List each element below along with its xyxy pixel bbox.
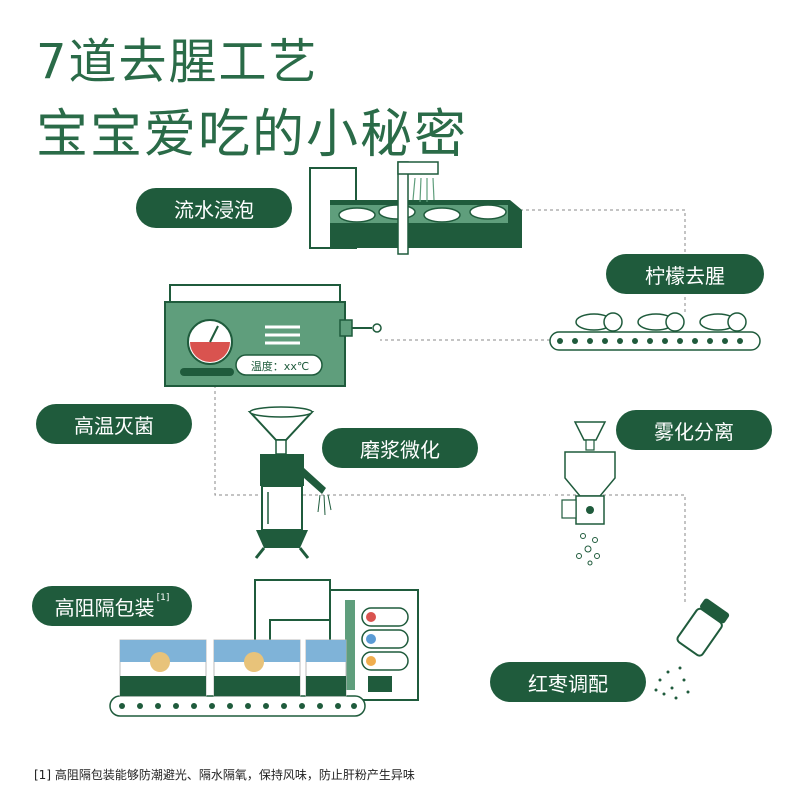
grinder-illustration — [247, 406, 332, 559]
temperature-label: 温度：xx℃ — [250, 360, 310, 373]
step-package-note: [1] — [156, 593, 170, 603]
step-package-label: 高阻隔包装 — [54, 595, 155, 620]
step-grind-pill: 磨浆微化 — [322, 428, 478, 468]
packaging-machine-illustration — [109, 579, 419, 717]
step-jujube-label: 红枣调配 — [528, 671, 608, 696]
step-package-pill: 高阻隔包装 [1] — [32, 586, 192, 626]
product-boxes — [119, 639, 347, 697]
footnote: [1] 高阻隔包装能够防潮避光、隔水隔氧，保持风味，防止肝粉产生异味 — [34, 768, 415, 782]
atomizer-illustration — [561, 421, 616, 566]
step-jujube-pill: 红枣调配 — [490, 662, 646, 702]
title-line-1: 7道去腥工艺 — [36, 34, 319, 90]
title-line-2: 宝宝爱吃的小秘密 — [36, 105, 469, 165]
step-lemon-label: 柠檬去腥 — [645, 263, 725, 288]
step-grind-label: 磨浆微化 — [360, 437, 440, 462]
lemon-conveyor-illustration — [549, 312, 761, 351]
step-lemon-pill: 柠檬去腥 — [606, 254, 764, 294]
step-sterilize-label: 高温灭菌 — [74, 413, 154, 438]
step-atomize-label: 雾化分离 — [654, 419, 734, 444]
jujube-shaker-illustration — [654, 598, 730, 700]
step-atomize-pill: 雾化分离 — [616, 410, 772, 450]
soaking-tank-illustration — [309, 161, 522, 255]
sterilizer-machine-illustration — [164, 284, 382, 387]
step-soak-label: 流水浸泡 — [174, 197, 254, 222]
step-sterilize-pill: 高温灭菌 — [36, 404, 192, 444]
step-soak-pill: 流水浸泡 — [136, 188, 292, 228]
